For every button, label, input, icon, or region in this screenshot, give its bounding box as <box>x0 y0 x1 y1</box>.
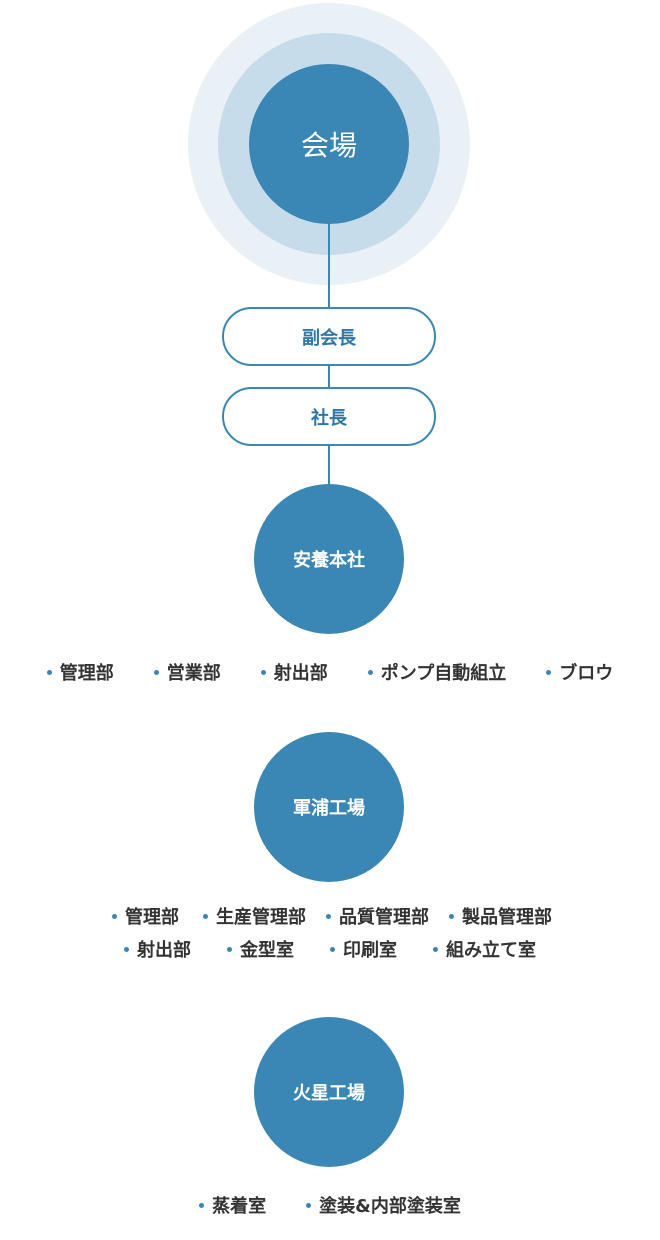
role-label: 社長 <box>311 407 347 429</box>
department-row: 射出部 金型室 印刷室 組み立て室 <box>0 937 660 961</box>
bullet-icon <box>153 669 159 675</box>
department-item: 管理部 <box>46 659 114 685</box>
bullet-icon <box>203 913 208 919</box>
bullet-icon <box>46 669 52 675</box>
role-vice-chairman: 副会長 <box>222 307 436 366</box>
department-label: 製品管理部 <box>462 907 552 928</box>
department-item: 営業部 <box>153 659 221 685</box>
department-label: 射出部 <box>137 940 191 961</box>
department-item: 射出部 <box>124 936 191 962</box>
bullet-icon <box>306 1202 312 1208</box>
bullet-icon <box>112 913 117 919</box>
top-node-chairman: 会場 <box>249 64 409 224</box>
department-item: 印刷室 <box>330 936 397 962</box>
top-node-label: 会場 <box>300 129 357 162</box>
department-item: 製品管理部 <box>449 903 552 929</box>
bullet-icon <box>227 946 232 952</box>
section-node-gunpo-factory: 軍浦工場 <box>254 732 404 882</box>
department-label: 営業部 <box>166 663 221 684</box>
department-label: 射出部 <box>273 663 328 684</box>
connector-line <box>328 224 330 308</box>
department-label: 塗装&内部塗装室 <box>319 1196 461 1217</box>
section-label: 軍浦工場 <box>293 798 365 819</box>
department-label: 蒸着室 <box>212 1196 267 1217</box>
department-item: 射出部 <box>260 659 328 685</box>
department-label: 金型室 <box>240 940 294 961</box>
connector-line <box>328 363 330 388</box>
department-item: 金型室 <box>227 936 294 962</box>
bullet-icon <box>199 1202 205 1208</box>
role-label: 副会長 <box>302 327 356 349</box>
bullet-icon <box>326 913 331 919</box>
department-item: ポンプ自動組立 <box>367 659 507 685</box>
bullet-icon <box>367 669 373 675</box>
bullet-icon <box>433 946 438 952</box>
bullet-icon <box>330 946 335 952</box>
department-row: 管理部 営業部 射出部 ポンプ自動組立 ブロウ <box>0 660 660 684</box>
department-label: 組み立て室 <box>446 940 536 961</box>
section-node-anyang-hq: 安養本社 <box>254 484 404 634</box>
bullet-icon <box>260 669 266 675</box>
department-item: 塗装&内部塗装室 <box>306 1192 461 1218</box>
department-item: 生産管理部 <box>203 903 306 929</box>
section-label: 安養本社 <box>293 550 365 571</box>
department-label: 印刷室 <box>343 940 397 961</box>
department-label: 管理部 <box>59 663 114 684</box>
department-label: 生産管理部 <box>216 907 306 928</box>
department-label: 管理部 <box>125 907 179 928</box>
department-item: 品質管理部 <box>326 903 429 929</box>
bullet-icon <box>546 669 552 675</box>
department-row: 管理部 生産管理部 品質管理部 製品管理部 <box>0 904 660 928</box>
department-item: 管理部 <box>112 903 179 929</box>
role-president: 社長 <box>222 387 436 446</box>
section-label: 火星工場 <box>293 1083 365 1104</box>
department-item: 組み立て室 <box>433 936 536 962</box>
department-label: 品質管理部 <box>339 907 429 928</box>
department-label: ポンプ自動組立 <box>380 663 507 684</box>
department-label: ブロウ <box>559 663 614 684</box>
department-item: 蒸着室 <box>199 1192 266 1218</box>
section-node-hwaseong-factory: 火星工場 <box>254 1017 404 1167</box>
department-item: ブロウ <box>546 659 613 685</box>
department-row: 蒸着室 塗装&内部塗装室 <box>0 1193 660 1217</box>
bullet-icon <box>124 946 129 952</box>
bullet-icon <box>449 913 454 919</box>
connector-line <box>328 443 330 485</box>
